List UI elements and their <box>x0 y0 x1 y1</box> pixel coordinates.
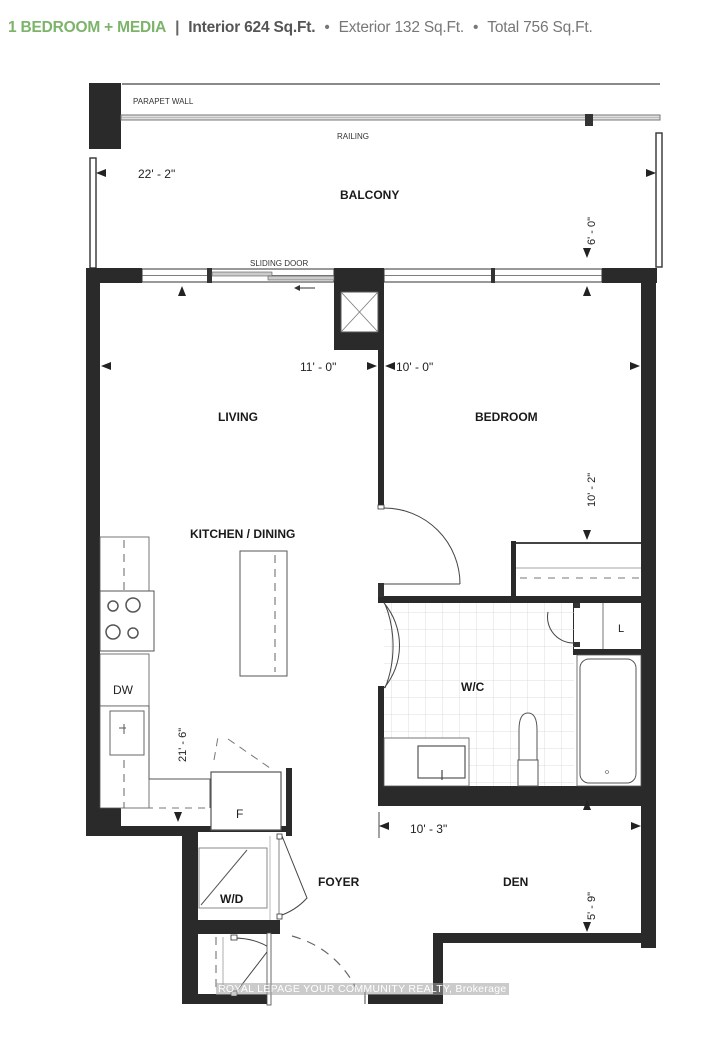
entry-door-swing <box>291 935 357 989</box>
exterior-area: Exterior 132 Sq.Ft. <box>338 19 465 36</box>
den-width-dim: 10' - 3" <box>410 822 447 836</box>
kitchen-sink <box>109 710 145 756</box>
windows <box>141 268 603 296</box>
bedroom-door <box>377 504 461 597</box>
washer-dryer-label: W/D <box>220 892 244 906</box>
mechanical-shaft <box>340 291 379 333</box>
balcony-depth-dim: 6' - 0" <box>586 217 598 245</box>
living-width-dim: 11' - 0" <box>300 360 336 374</box>
balcony-label: BALCONY <box>340 188 399 202</box>
header-separator: | <box>175 19 180 36</box>
living-label: LIVING <box>218 410 258 424</box>
sliding-door <box>211 271 273 277</box>
entry-closet <box>215 932 366 1006</box>
den-depth-dim: 5' - 9" <box>586 892 598 920</box>
balcony-width-dim: 22' - 2" <box>138 167 175 181</box>
linen-label: L <box>618 623 624 635</box>
fridge <box>210 771 282 831</box>
wc-label: W/C <box>461 680 485 694</box>
unit-summary-header: 1 BEDROOM + MEDIA | Interior 624 Sq.Ft. … <box>8 16 593 40</box>
kitchen-cabinetry <box>99 536 288 831</box>
laundry-closet <box>198 833 308 920</box>
parapet-wall-label: PARAPET WALL <box>133 97 194 106</box>
fridge-label: F <box>236 807 243 821</box>
bedroom-width-dim: 10' - 0" <box>396 360 433 374</box>
interior-area: Interior 624 Sq.Ft. <box>188 19 316 36</box>
kitchen-dining-label: KITCHEN / DINING <box>190 527 295 541</box>
balcony-right-post <box>655 132 663 268</box>
walls <box>86 268 657 1004</box>
washer-dryer <box>200 849 248 906</box>
cooktop <box>99 590 155 652</box>
foyer-label: FOYER <box>318 875 360 889</box>
balcony-area <box>89 83 663 269</box>
kitchen-island <box>239 550 288 677</box>
bathroom <box>383 602 642 810</box>
bullet-separator: • <box>324 19 330 36</box>
toilet <box>518 712 538 761</box>
bedroom-closet <box>516 530 641 579</box>
bedroom-label: BEDROOM <box>475 410 538 424</box>
bedroom-depth-dim: 10' - 2" <box>586 473 598 507</box>
railing-label: RAILING <box>337 132 369 141</box>
den-label: DEN <box>503 875 528 889</box>
kitchen-depth-dim: 21' - 6" <box>177 728 189 762</box>
dishwasher-label: DW <box>113 683 134 697</box>
dishwasher <box>99 653 150 707</box>
unit-type-label: 1 BEDROOM + MEDIA <box>8 19 167 36</box>
sliding-door-label: SLIDING DOOR <box>250 259 308 268</box>
total-area: Total 756 Sq.Ft. <box>487 19 593 36</box>
parapet-wall-block <box>89 83 121 149</box>
bullet-separator: • <box>473 19 479 36</box>
balcony-left-post <box>89 157 97 269</box>
brokerage-watermark: ROYAL LEPAGE YOUR COMMUNITY REALTY, Brok… <box>216 983 509 995</box>
